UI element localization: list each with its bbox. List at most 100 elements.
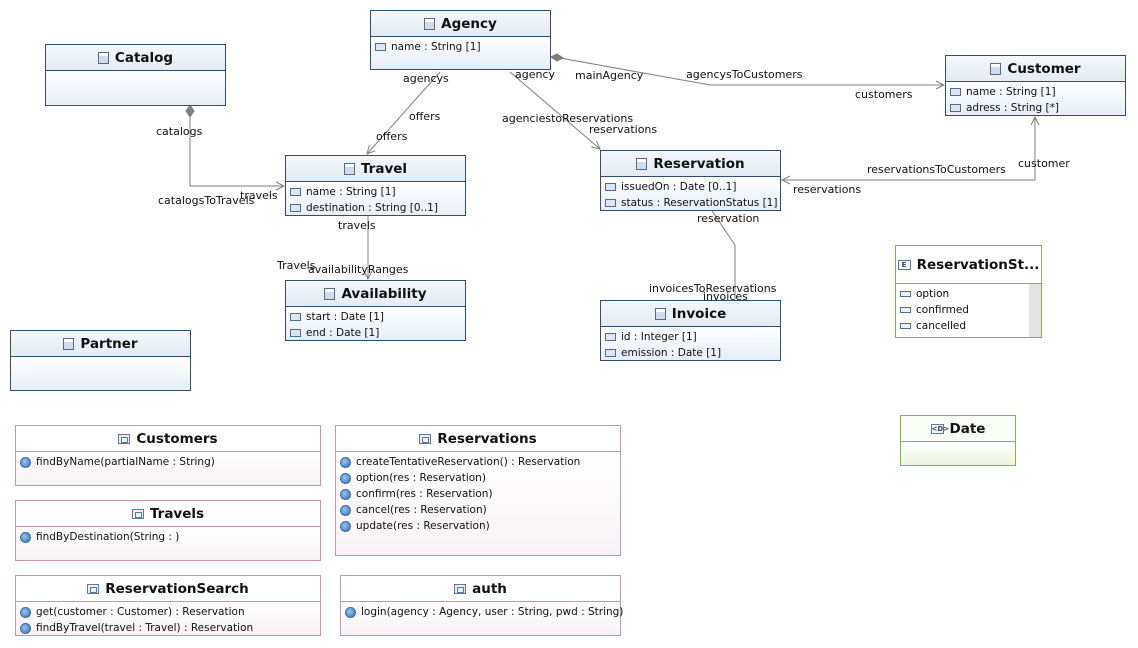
literal-row[interactable]: cancelled xyxy=(900,318,1037,334)
class-reservation[interactable]: Reservation issuedOn : Date [0..1] statu… xyxy=(600,150,781,211)
attribute-row[interactable]: name : String [1] xyxy=(950,84,1121,100)
attribute-icon xyxy=(375,43,386,51)
operation-row[interactable]: update(res : Reservation) xyxy=(340,518,616,534)
attribute-text: destination : String [0..1] xyxy=(306,202,438,214)
attribute-row[interactable]: start : Date [1] xyxy=(290,309,461,325)
service-name: Customers xyxy=(136,430,218,447)
attribute-icon xyxy=(950,104,961,112)
attribute-row[interactable]: id : Integer [1] xyxy=(605,329,776,345)
operation-row[interactable]: get(customer : Customer) : Reservation xyxy=(20,604,316,620)
edge-label-invoices-to-reservations: invoicesToReservations xyxy=(649,282,777,295)
attribute-icon xyxy=(605,183,616,191)
composition-diamond-catalog xyxy=(185,104,195,118)
class-icon xyxy=(424,17,436,30)
literal-row[interactable]: confirmed xyxy=(900,302,1037,318)
datatype-date[interactable]: <D>Date xyxy=(900,415,1016,466)
operation-text: findByDestination(String : ) xyxy=(36,531,180,543)
class-catalog[interactable]: Catalog xyxy=(45,44,226,106)
edge-label-travels: travels xyxy=(240,189,278,202)
literal-icon xyxy=(900,291,911,297)
attribute-icon xyxy=(605,199,616,207)
attribute-text: issuedOn : Date [0..1] xyxy=(621,181,737,193)
operation-row[interactable]: findByDestination(String : ) xyxy=(20,529,316,545)
class-invoice[interactable]: Invoice id : Integer [1] emission : Date… xyxy=(600,300,781,361)
attribute-row[interactable]: name : String [1] xyxy=(375,39,546,55)
attribute-row[interactable]: emission : Date [1] xyxy=(605,345,776,361)
attribute-row[interactable]: adress : String [*] xyxy=(950,100,1121,116)
service-icon xyxy=(131,508,144,519)
edge-label-agencys-to-customers: agencysToCustomers xyxy=(686,68,803,81)
operation-text: option(res : Reservation) xyxy=(356,472,486,484)
attribute-row[interactable]: end : Date [1] xyxy=(290,325,461,341)
edge-label-travels-cap: Travels xyxy=(277,259,316,272)
attribute-row[interactable]: issuedOn : Date [0..1] xyxy=(605,179,776,195)
attribute-icon xyxy=(950,88,961,96)
enum-name: ReservationSt... xyxy=(916,256,1040,273)
attribute-text: adress : String [*] xyxy=(966,102,1059,114)
attribute-row[interactable]: status : ReservationStatus [1] xyxy=(605,195,777,211)
class-name: Customer xyxy=(1007,60,1081,77)
attribute-text: name : String [1] xyxy=(966,86,1056,98)
edge-label-reservations: reservations xyxy=(589,123,658,136)
class-name: Invoice xyxy=(671,305,727,322)
attribute-icon xyxy=(290,329,301,337)
operation-row[interactable]: findByName(partialName : String) xyxy=(20,454,316,470)
class-customer[interactable]: Customer name : String [1] adress : Stri… xyxy=(945,55,1126,116)
class-partner[interactable]: Partner xyxy=(10,330,191,391)
service-name: auth xyxy=(472,580,507,597)
scrollbar-track[interactable] xyxy=(1029,284,1041,337)
literal-icon xyxy=(900,323,911,329)
operation-gear-icon xyxy=(20,622,31,634)
attribute-icon xyxy=(290,204,301,212)
edge-label-agencys: agencys xyxy=(403,72,449,85)
datatype-icon: <D> xyxy=(930,423,950,434)
attribute-icon xyxy=(290,188,301,196)
literal-row[interactable]: option xyxy=(900,286,1037,302)
service-customers[interactable]: Customers findByName(partialName : Strin… xyxy=(15,425,321,486)
attribute-icon xyxy=(290,313,301,321)
edge-label-main-agency: mainAgency xyxy=(575,69,644,82)
class-icon xyxy=(990,62,1002,75)
class-agency[interactable]: Agency name : String [1] xyxy=(370,10,551,70)
service-auth[interactable]: auth login(agency : Agency, user : Strin… xyxy=(340,575,623,636)
operation-text: createTentativeReservation() : Reservati… xyxy=(356,456,581,468)
edge-label-availability-ranges: availabilityRanges xyxy=(308,263,409,276)
class-name: Travel xyxy=(360,160,408,177)
service-name: Reservations xyxy=(437,430,537,447)
operation-row[interactable]: option(res : Reservation) xyxy=(340,470,616,486)
service-icon xyxy=(419,433,432,444)
operation-row[interactable]: createTentativeReservation() : Reservati… xyxy=(340,454,616,470)
attribute-row[interactable]: name : String [1] xyxy=(290,184,461,200)
class-icon xyxy=(636,157,648,170)
operation-text: get(customer : Customer) : Reservation xyxy=(36,606,245,618)
service-reservation-search[interactable]: ReservationSearch get(customer : Custome… xyxy=(15,575,321,636)
attribute-text: id : Integer [1] xyxy=(621,331,697,343)
attribute-text: end : Date [1] xyxy=(306,327,380,339)
edge-label-offers: offers xyxy=(409,110,441,123)
attribute-text: emission : Date [1] xyxy=(621,347,722,359)
operation-row[interactable]: findByTravel(travel : Travel) : Reservat… xyxy=(20,620,316,636)
operation-text: findByTravel(travel : Travel) : Reservat… xyxy=(36,622,254,634)
service-icon xyxy=(87,583,100,594)
operation-text: cancel(res : Reservation) xyxy=(356,504,487,516)
class-travel[interactable]: Travel name : String [1] destination : S… xyxy=(285,155,466,216)
operation-row[interactable]: cancel(res : Reservation) xyxy=(340,502,616,518)
service-name: Travels xyxy=(149,505,205,522)
operation-text: findByName(partialName : String) xyxy=(36,456,215,468)
attribute-icon xyxy=(605,333,616,341)
operation-gear-icon xyxy=(340,488,351,500)
service-travels[interactable]: Travels findByDestination(String : ) xyxy=(15,500,321,561)
operation-row[interactable]: login(agency : Agency, user : String, pw… xyxy=(345,604,623,620)
operation-row[interactable]: confirm(res : Reservation) xyxy=(340,486,616,502)
attribute-row[interactable]: destination : String [0..1] xyxy=(290,200,461,216)
service-icon xyxy=(454,583,467,594)
class-availability[interactable]: Availability start : Date [1] end : Date… xyxy=(285,280,466,341)
operation-gear-icon xyxy=(345,606,356,618)
edge-label-customer: customer xyxy=(1018,157,1070,170)
edge-catalog-travel xyxy=(189,117,284,186)
operation-gear-icon xyxy=(20,531,31,543)
attribute-text: start : Date [1] xyxy=(306,311,384,323)
service-reservations[interactable]: Reservations createTentativeReservation(… xyxy=(335,425,621,556)
